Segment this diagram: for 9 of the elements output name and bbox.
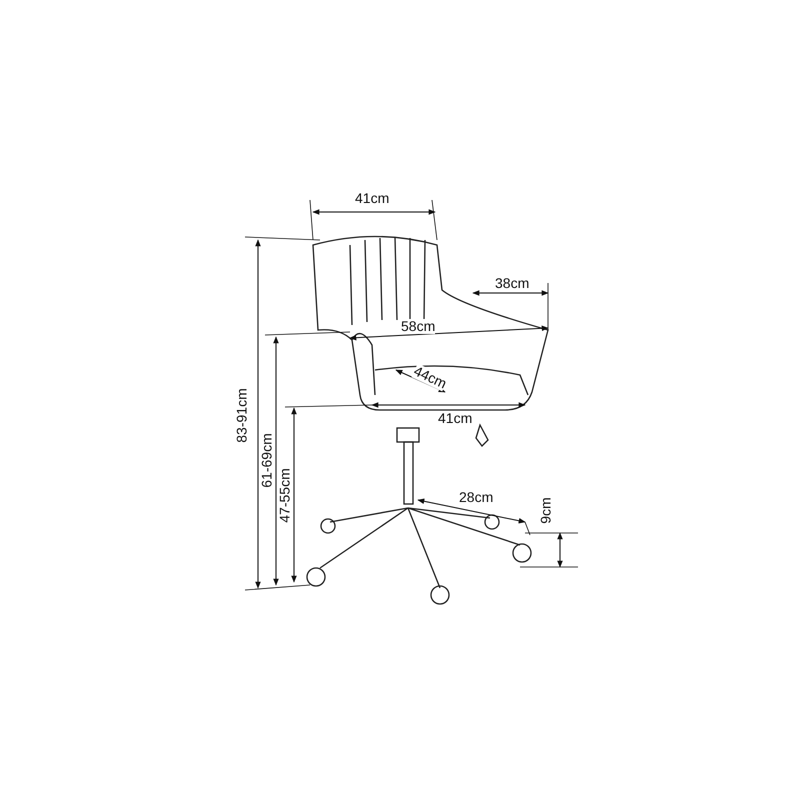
dimension-label: 9cm: [538, 496, 554, 524]
dimension-label: 28cm: [459, 490, 494, 504]
dimension-label: 41cm: [438, 410, 472, 426]
dimension-label: 58cm: [401, 318, 436, 334]
dimension-label: 38cm: [495, 276, 530, 290]
dimension-label: 47-55cm: [278, 468, 293, 522]
dimension-label: 83-91cm: [234, 388, 250, 442]
dimension-label: 61-69cm: [260, 432, 275, 488]
dimension-label: 41cm: [355, 190, 390, 206]
